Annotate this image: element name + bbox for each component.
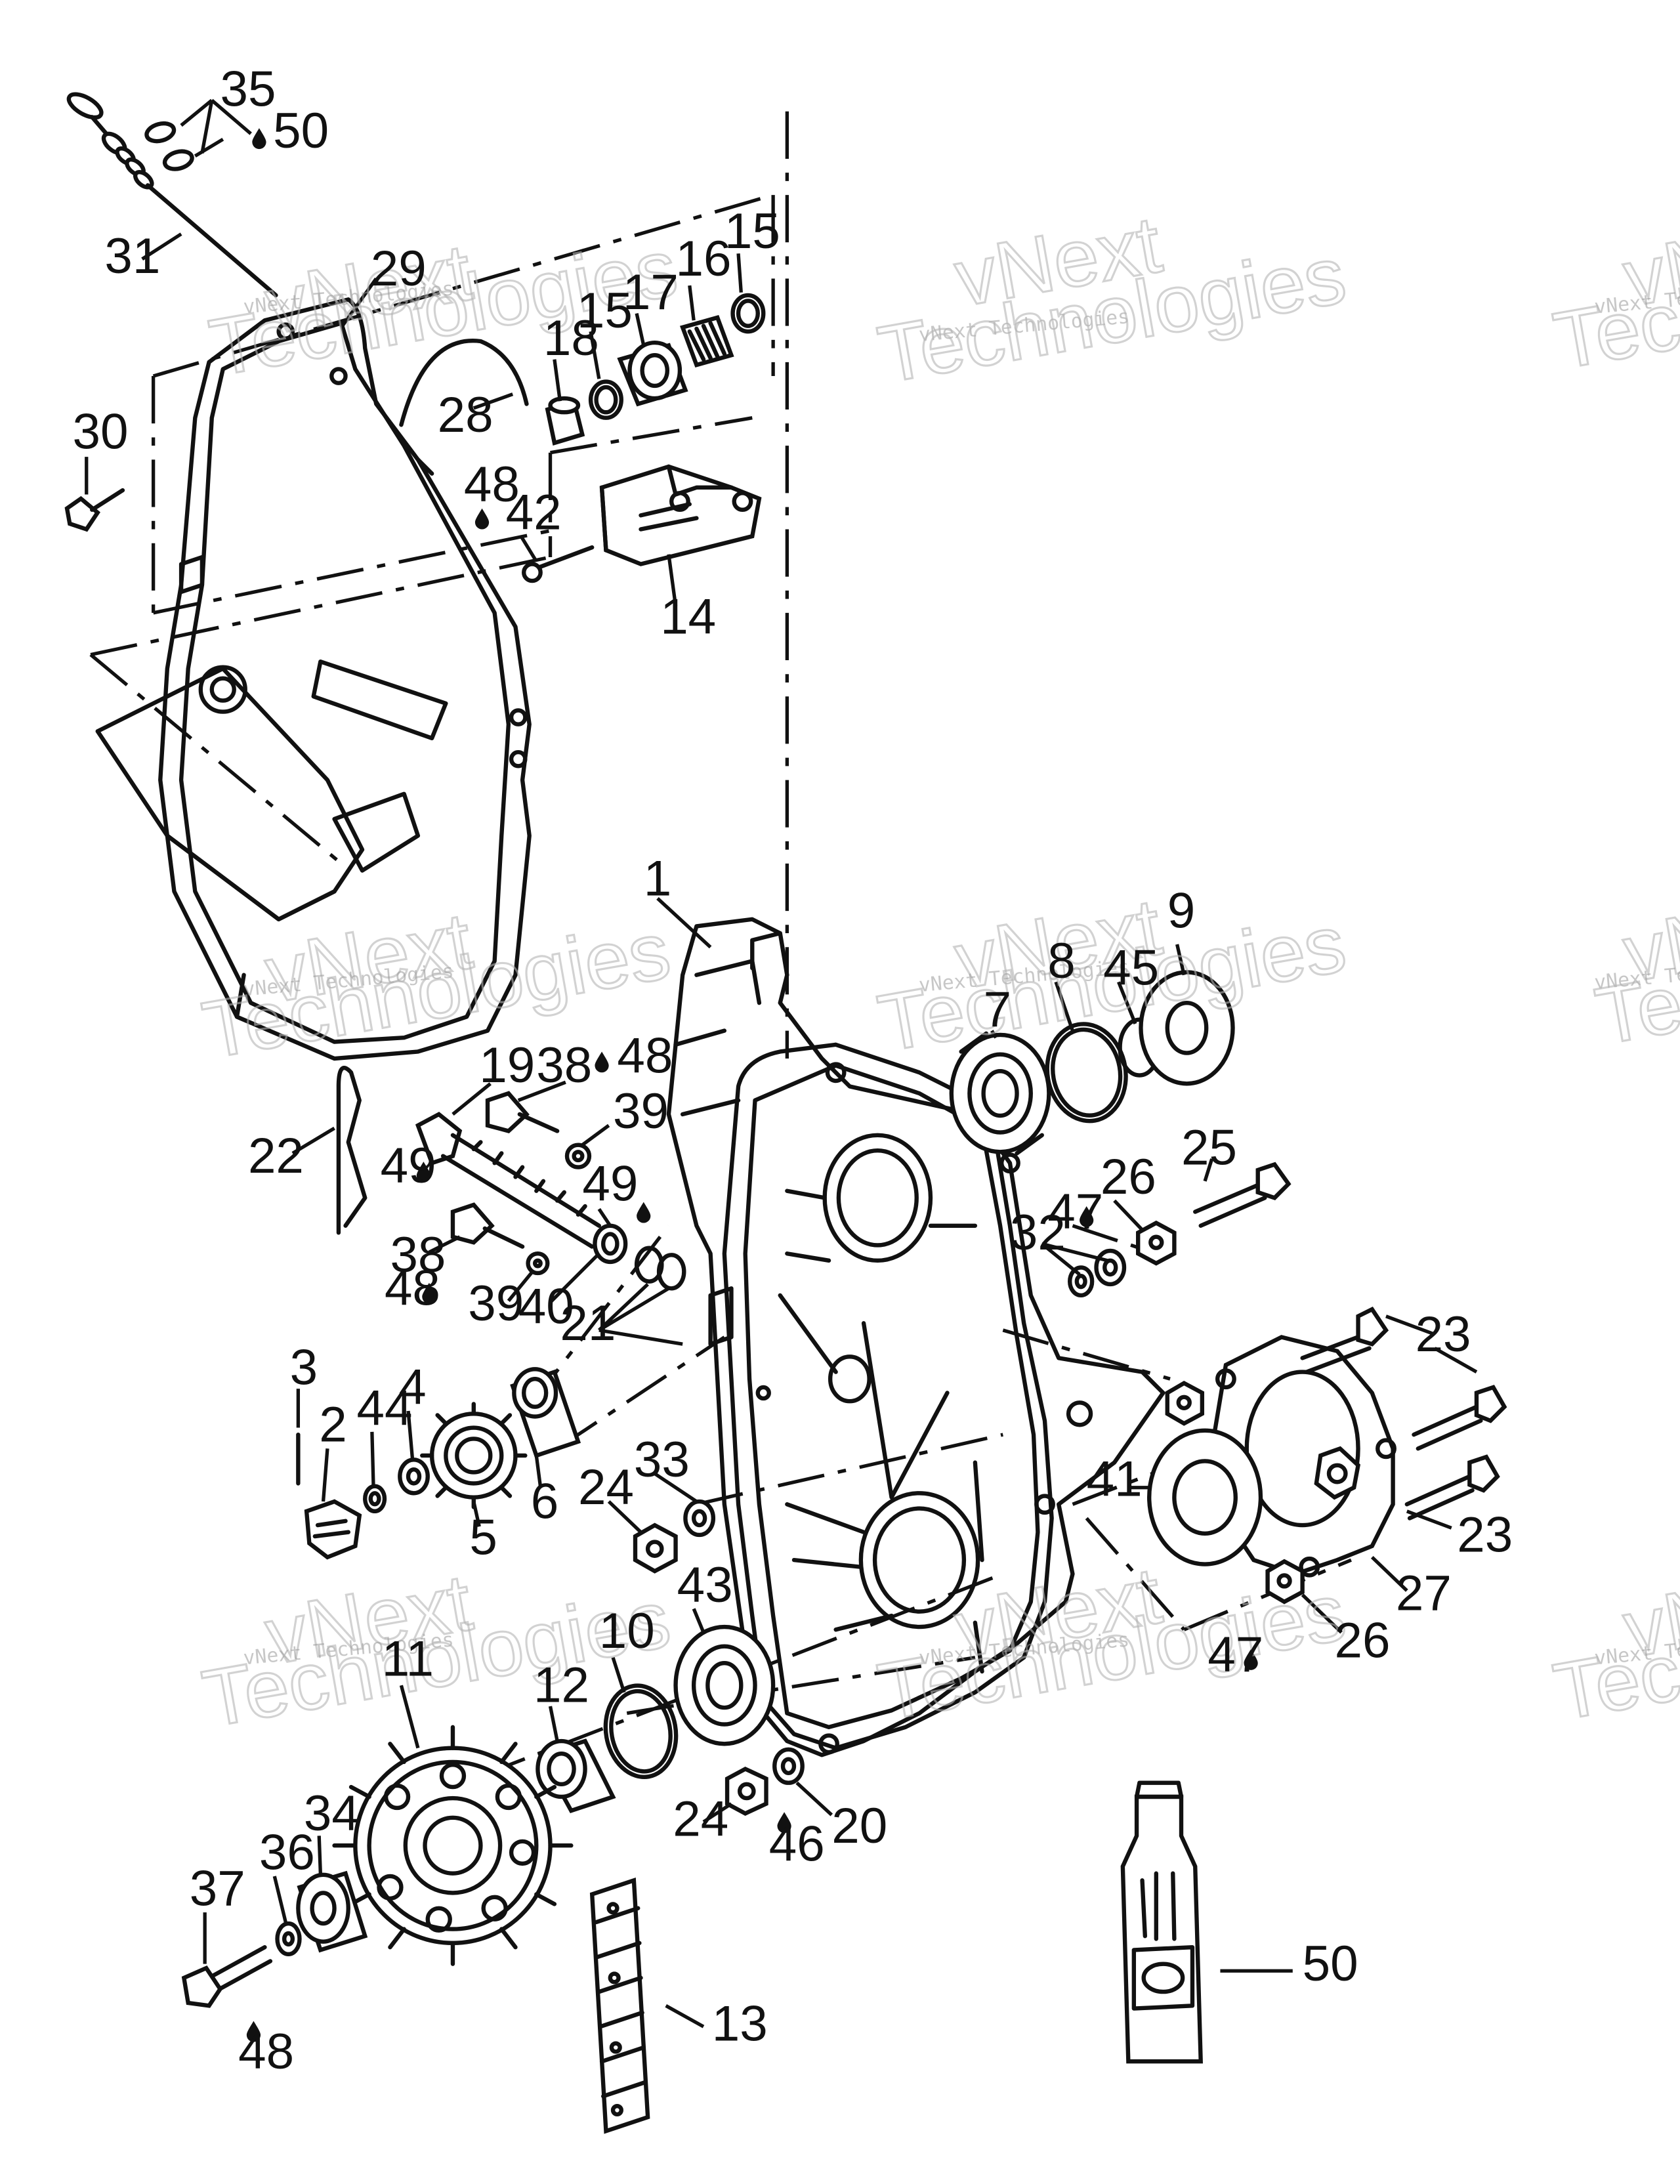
- callout: 24: [578, 1460, 634, 1515]
- callout: 48: [385, 1261, 440, 1316]
- bolt-washer-lower: [181, 1921, 302, 2008]
- callout: 44: [357, 1380, 413, 1436]
- circlip-lower: [603, 1683, 679, 1779]
- callout: 9: [1167, 883, 1196, 939]
- lower-sprocket: [332, 1725, 574, 1966]
- callout: 8: [1047, 933, 1076, 989]
- callout: 18: [543, 310, 599, 366]
- callout: 48: [238, 2024, 294, 2080]
- callout: 28: [438, 387, 494, 443]
- callout: 22: [248, 1128, 304, 1184]
- callout: 48: [464, 457, 520, 513]
- callout: 40: [518, 1278, 574, 1334]
- callout: 16: [676, 231, 732, 287]
- callout: 2: [319, 1397, 346, 1453]
- washer-nut-lower: [724, 1747, 805, 1816]
- callout: 15: [577, 283, 633, 339]
- callout: 1: [644, 851, 672, 907]
- callout: 47: [1208, 1627, 1263, 1683]
- hair-pin: [336, 1066, 368, 1235]
- spacer-lower: [536, 1738, 616, 1814]
- sprocket-spacer: [296, 1870, 368, 1953]
- callout-labels: 35 50 31 29 30 28 18 15 17 16 15 48 42 1…: [73, 61, 1513, 2080]
- callout: 25: [1181, 1120, 1237, 1175]
- callout: 13: [712, 1996, 768, 2051]
- callout: 11: [382, 1631, 434, 1687]
- nut-washer-upper: [633, 1499, 716, 1574]
- callout: 46: [769, 1816, 825, 1872]
- callout: 12: [534, 1658, 589, 1713]
- upper-sprocket-group: [296, 1367, 581, 1560]
- seal-cord: [399, 339, 529, 427]
- callout: 7: [984, 982, 1012, 1038]
- o-rings: [144, 121, 194, 171]
- callout: 43: [677, 1557, 733, 1613]
- leader-lines: [85, 98, 1478, 2028]
- callout: 19: [479, 1038, 535, 1093]
- callout: 42: [506, 485, 562, 541]
- chaincase-cover: [95, 297, 532, 1061]
- callout: 34: [304, 1786, 360, 1841]
- oil-bottle: [1120, 1780, 1203, 2064]
- dipstick: [66, 92, 278, 298]
- callout: 35: [220, 61, 276, 117]
- bearing-upper: [949, 1031, 1051, 1156]
- callout: 26: [1101, 1149, 1156, 1205]
- callout: 49: [582, 1156, 638, 1212]
- callout: 27: [1396, 1566, 1452, 1622]
- bearing-lower: [673, 1624, 776, 1746]
- callout: 4: [398, 1359, 427, 1415]
- callout: 3: [290, 1340, 318, 1396]
- callout: 38: [536, 1038, 592, 1093]
- callout: 30: [73, 404, 129, 459]
- seal-plate: [1147, 1428, 1263, 1566]
- callout: 49: [381, 1138, 436, 1194]
- callout: 32: [1010, 1205, 1066, 1261]
- callout: 23: [1457, 1507, 1513, 1563]
- callout: 24: [673, 1791, 728, 1847]
- callout: 6: [531, 1473, 559, 1529]
- callout: 29: [371, 241, 427, 297]
- callout: 17: [623, 264, 679, 320]
- callout: 31: [104, 228, 160, 284]
- drive-chain: [589, 1877, 650, 2134]
- callout: 50: [273, 103, 329, 159]
- callout: 23: [1416, 1307, 1471, 1362]
- callout: 10: [599, 1603, 655, 1659]
- callout: 5: [469, 1510, 497, 1566]
- tension-adjuster: [415, 1091, 686, 1291]
- cover-bolts: [1193, 1162, 1507, 1521]
- callout: 45: [1103, 940, 1159, 996]
- callout: 39: [613, 1083, 669, 1139]
- callout: 50: [1303, 1936, 1358, 1992]
- tensioner-parts: [522, 293, 766, 583]
- callout: 20: [831, 1798, 887, 1854]
- thrust-washer: [1139, 970, 1235, 1086]
- callout: 48: [617, 1028, 673, 1083]
- callout: 21: [560, 1295, 616, 1351]
- callout: 47: [1047, 1184, 1103, 1240]
- callout: 33: [634, 1432, 690, 1488]
- callout: 37: [190, 1861, 245, 1917]
- cover-bolt: [64, 488, 125, 532]
- callout: 14: [660, 589, 716, 645]
- callout: 36: [259, 1824, 315, 1880]
- callout: 26: [1334, 1613, 1390, 1669]
- callout: 41: [1087, 1452, 1143, 1507]
- callout: 15: [724, 203, 780, 259]
- callout: 38: [390, 1227, 446, 1283]
- callout: 39: [468, 1276, 524, 1332]
